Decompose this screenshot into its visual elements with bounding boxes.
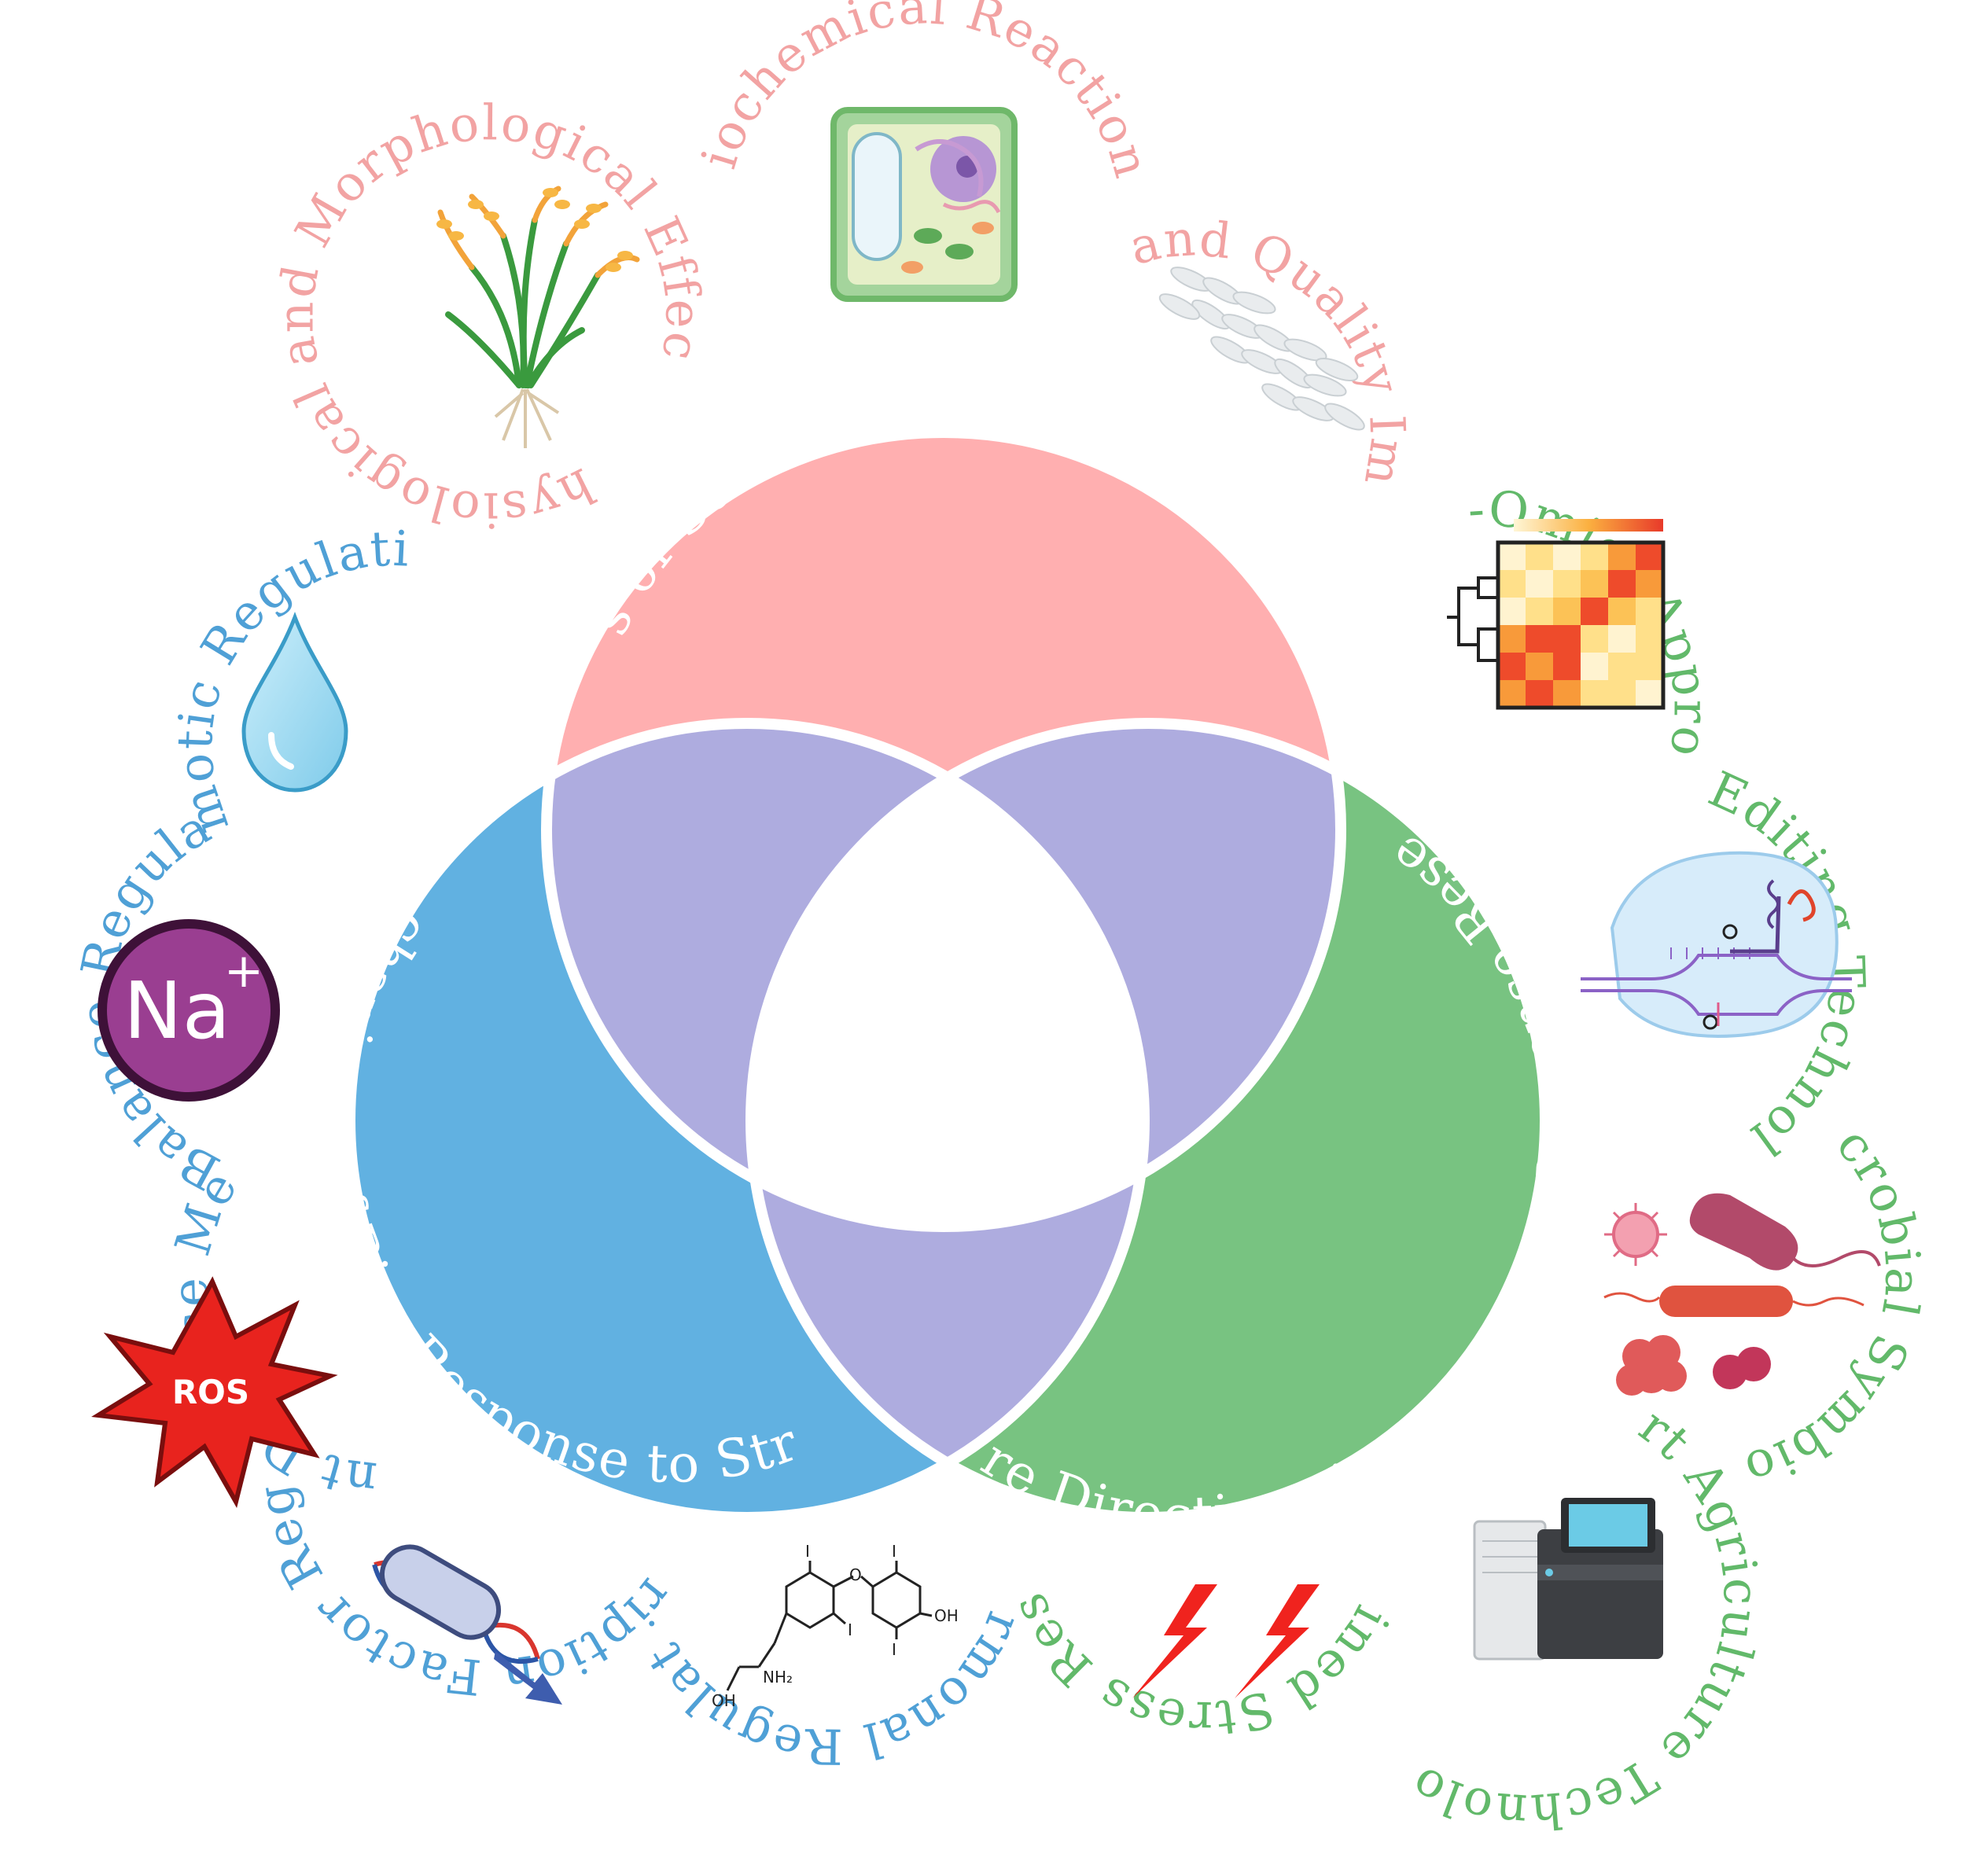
- heatmap-cell: [1526, 570, 1553, 598]
- molecule-label-oh: OH: [934, 1606, 959, 1625]
- heatmap-cell: [1636, 653, 1663, 680]
- venn-circles: [344, 427, 1551, 1523]
- crispr-icon: [1581, 851, 1852, 1038]
- heatmap-cell: [1636, 543, 1663, 570]
- molecule-label-i4: I: [892, 1640, 896, 1659]
- molecule-label-oh2: OH: [712, 1691, 736, 1710]
- heatmap-cell: [1526, 598, 1553, 625]
- rice-plant-icon: [436, 186, 640, 448]
- na-text: Na: [123, 965, 230, 1057]
- heatmap-icon: [1447, 519, 1666, 710]
- molecule-label-i1: I: [805, 1542, 810, 1561]
- heatmap-cell: [1498, 570, 1526, 598]
- heatmap-cell: [1498, 625, 1526, 653]
- heatmap-cell: [1526, 653, 1553, 680]
- heatmap-cell: [1608, 625, 1636, 653]
- ros-burst-icon: ROS: [91, 1276, 338, 1508]
- heatmap-cell: [1553, 680, 1581, 708]
- heatmap-cell: [1608, 653, 1636, 680]
- heatmap-cell: [1581, 570, 1608, 598]
- heatmap-cell: [1553, 625, 1581, 653]
- lightning-icon: [1132, 1584, 1320, 1698]
- molecule-label-i3: I: [892, 1542, 896, 1561]
- ros-text: ROS: [172, 1373, 249, 1411]
- heatmap-cell: [1636, 570, 1663, 598]
- heatmap-cell: [1581, 598, 1608, 625]
- heatmap-cell: [1636, 625, 1663, 653]
- plant-cell-icon: [830, 107, 1018, 302]
- molecule-label-i2: I: [848, 1620, 852, 1639]
- heatmap-cell: [1553, 653, 1581, 680]
- heatmap-cell: [1636, 598, 1663, 625]
- heatmap-cell: [1553, 570, 1581, 598]
- heatmap-cell: [1636, 680, 1663, 708]
- sodium-ion-icon: Na +: [98, 919, 280, 1102]
- heatmap-cell: [1526, 680, 1553, 708]
- heatmap-cell: [1526, 543, 1553, 570]
- overlap-center: [751, 723, 1144, 1227]
- transcription-factor-icon: [372, 1544, 562, 1705]
- heatmap-cell: [1526, 625, 1553, 653]
- heatmap-cell: [1608, 570, 1636, 598]
- water-drop-icon: [241, 612, 348, 793]
- heatmap-cell: [1553, 543, 1581, 570]
- na-charge-text: +: [224, 944, 263, 999]
- heatmap-cell: [1498, 598, 1526, 625]
- heatmap-cell: [1581, 543, 1608, 570]
- heatmap-cell: [1498, 653, 1526, 680]
- molecule-label-o: O: [849, 1565, 862, 1584]
- heatmap-cell: [1581, 625, 1608, 653]
- heatmap-cell: [1581, 680, 1608, 708]
- molecule-label-nh2: NH₂: [763, 1668, 793, 1687]
- heatmap-cell: [1608, 598, 1636, 625]
- molecule-icon: I I I I O OH NH₂ OH: [712, 1542, 959, 1710]
- heatmap-cell: [1581, 653, 1608, 680]
- heatmap-cell: [1608, 680, 1636, 708]
- rice-grains-icon: [1158, 267, 1365, 431]
- heatmap-cell: [1608, 543, 1636, 570]
- heatmap-cell: [1498, 680, 1526, 708]
- heatmap-cell: [1498, 543, 1526, 570]
- sequencer-icon: [1473, 1498, 1663, 1661]
- heatmap-cell: [1553, 598, 1581, 625]
- label-yield: Yield and Quality Impacts: [0, 0, 1417, 491]
- microbes-icon: [1603, 1193, 1881, 1396]
